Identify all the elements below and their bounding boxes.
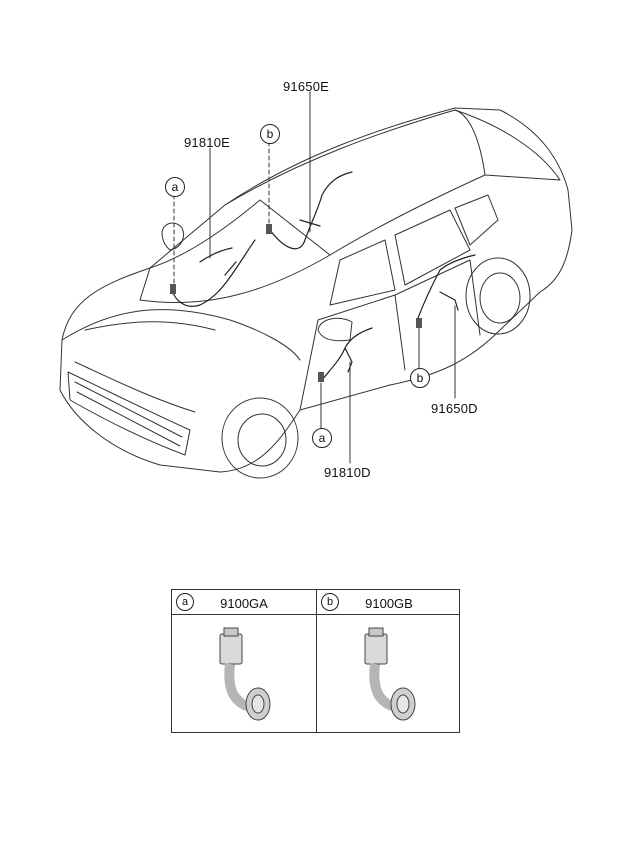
connector-b-upper: [266, 224, 272, 234]
harness-91810E: [171, 239, 256, 307]
table-callout-a: a: [176, 593, 194, 611]
label-91810E: 91810E: [184, 135, 231, 150]
callout-a-lower: a: [312, 428, 332, 448]
front-door-window: [329, 239, 396, 306]
table-callout-b: b: [321, 593, 339, 611]
connector-a-lower: [318, 372, 324, 382]
callout-b-upper: b: [260, 124, 280, 144]
rear-glass: [454, 109, 561, 181]
rear-wheel: [465, 257, 531, 335]
quarter-window: [454, 194, 499, 246]
parts-table: a 9100GA b 9100GB: [171, 589, 460, 733]
harness-91650D: [417, 254, 476, 319]
headlamp: [74, 361, 196, 413]
harness-91810D: [321, 327, 373, 381]
front-wheel: [221, 397, 299, 479]
front-door-line: [299, 294, 406, 411]
harness-91650E: [269, 171, 353, 250]
grommet-illustration-a: [219, 627, 271, 721]
part-code-a: 9100GA: [220, 596, 268, 611]
side-mirror: [317, 317, 353, 342]
hood-line: [61, 309, 301, 361]
label-91810D: 91810D: [324, 465, 371, 480]
rear-door-line: [394, 259, 481, 336]
label-91650E: 91650E: [283, 79, 330, 94]
connector-detail-outline: [161, 222, 184, 251]
rear-door-window: [394, 209, 471, 286]
roof-line: [224, 109, 486, 256]
parts-table-header: [172, 590, 459, 615]
car-body-outline: [59, 107, 573, 473]
grommet-illustration-b: [364, 627, 416, 721]
label-91650D: 91650D: [431, 401, 478, 416]
part-code-b: 9100GB: [365, 596, 413, 611]
connector-b-lower: [416, 318, 422, 328]
parts-table-col-b-header: b 9100GB: [317, 590, 461, 614]
front-grille: [67, 371, 191, 456]
connector-a-upper: [170, 284, 176, 294]
parts-table-divider: [316, 590, 317, 732]
windshield: [139, 199, 331, 304]
callout-b-lower: b: [410, 368, 430, 388]
parts-table-col-a-header: a 9100GA: [172, 590, 316, 614]
callout-a-upper: a: [165, 177, 185, 197]
